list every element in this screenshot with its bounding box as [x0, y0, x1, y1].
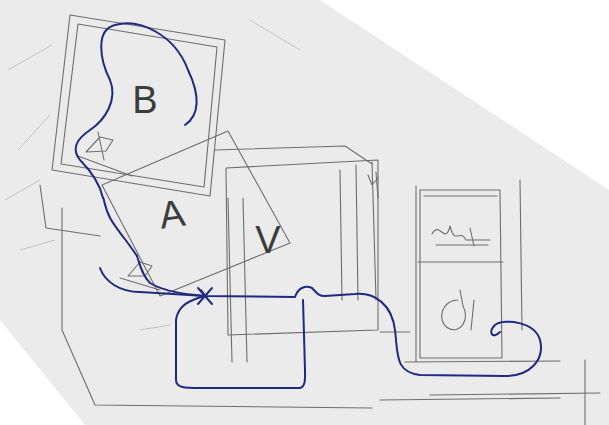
ink-wire	[137, 256, 541, 376]
tick-mark	[368, 175, 378, 185]
box-letter: A	[157, 193, 187, 234]
ink-route	[76, 23, 541, 388]
flag-mark	[120, 262, 160, 290]
hand-symbol	[442, 290, 474, 330]
ink-wire	[100, 268, 205, 296]
pencil-outline	[226, 160, 378, 335]
box-outline	[222, 160, 380, 335]
right-box	[420, 190, 502, 358]
connector-layer	[103, 198, 137, 256]
pencil-outline	[61, 24, 217, 187]
sketch-box: B	[50, 14, 228, 198]
sheet-edge	[380, 180, 600, 425]
box-outline	[98, 130, 293, 298]
sheet-outline	[62, 208, 372, 408]
pencil-outline	[102, 131, 290, 296]
cross-mark	[198, 288, 212, 304]
ink-wire	[176, 296, 305, 388]
pencil-lines	[40, 132, 600, 425]
flag-mark	[78, 132, 132, 176]
ink-loop	[76, 23, 197, 198]
box-letter: B	[132, 81, 157, 119]
column-line	[228, 198, 247, 362]
sheet-corner	[40, 185, 100, 236]
box-letter: V	[255, 221, 280, 259]
scribble-mark	[432, 226, 490, 246]
right-box-line	[416, 186, 503, 362]
short-line	[376, 172, 410, 332]
sketch-box: A	[98, 130, 293, 298]
ink-connector	[103, 198, 137, 256]
erased-lines	[5, 20, 300, 330]
sketch-box: V	[222, 160, 380, 335]
erased-line	[5, 20, 300, 330]
